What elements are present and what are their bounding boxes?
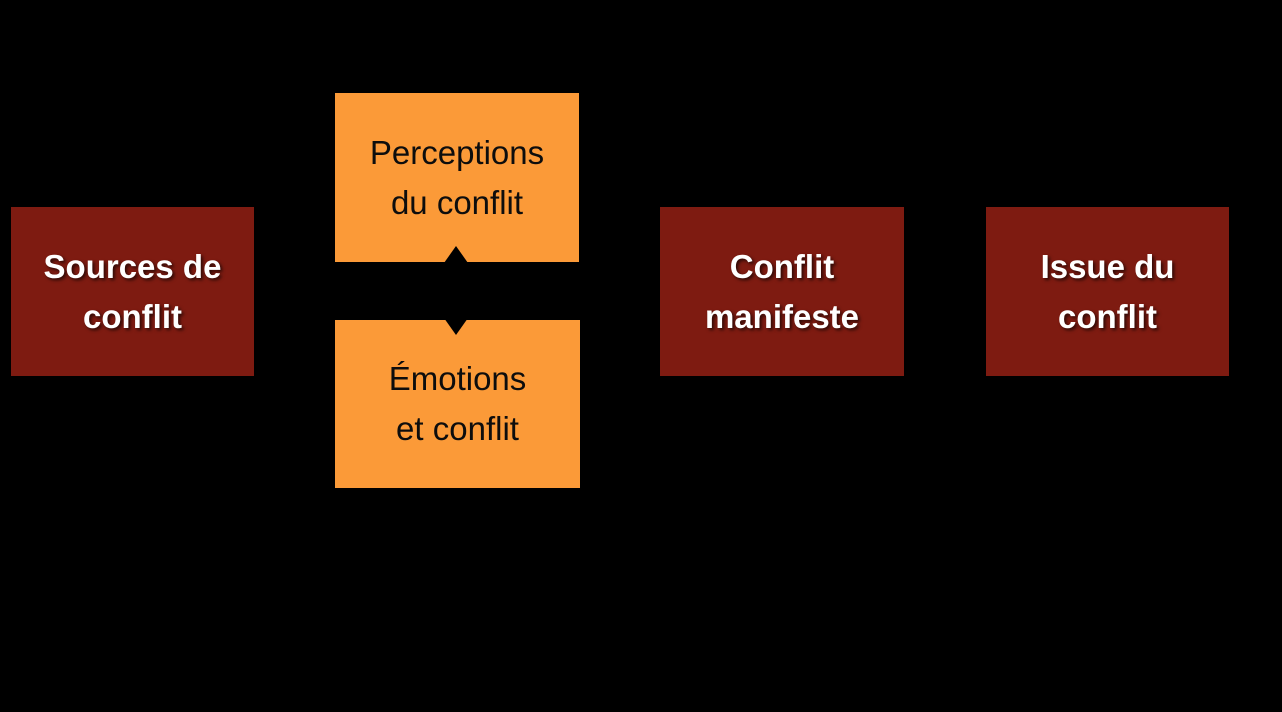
- connector-arrowhead-down-icon: [444, 318, 468, 335]
- box-label-line1: Émotions: [388, 360, 527, 397]
- box-perceptions-du-conflit: Perceptions du conflit: [335, 93, 579, 262]
- box-label-line2: du conflit: [390, 183, 524, 221]
- box-label-line2: conflit: [83, 297, 182, 335]
- box-label-line1: Perceptions: [369, 133, 545, 171]
- box-label-line2: conflit: [1058, 297, 1157, 335]
- box-label-line1: Conflit: [729, 247, 835, 285]
- box-label-line1: Issue du: [1040, 247, 1175, 285]
- box-label-line2: manifeste: [704, 297, 860, 335]
- connector-arrowhead-up-icon: [444, 246, 468, 263]
- box-label-line2: et conflit: [396, 410, 519, 447]
- box-conflit-manifeste: Conflit manifeste: [660, 207, 904, 376]
- box-label-line1: Sources de: [43, 247, 222, 285]
- box-sources-de-conflit: Sources de conflit: [11, 207, 254, 376]
- box-issue-du-conflit: Issue du conflit: [986, 207, 1229, 376]
- box-emotions-et-conflit: Émotions et conflit: [335, 320, 580, 488]
